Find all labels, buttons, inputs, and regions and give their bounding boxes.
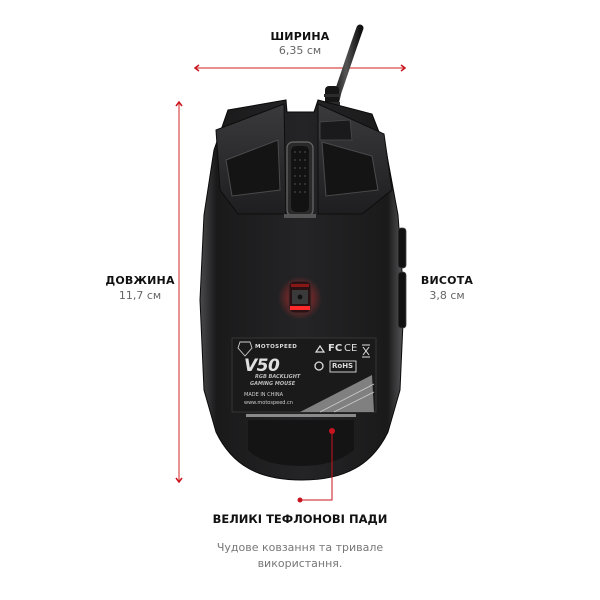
teflon-pad-callout bbox=[297, 428, 335, 503]
feature-title: ВЕЛИКІ ТЕФЛОНОВІ ПАДИ bbox=[212, 512, 388, 526]
ce-mark: CE bbox=[344, 343, 358, 354]
origin-text: MADE IN CHINA bbox=[244, 392, 284, 398]
feature-description-line-2: використання. bbox=[257, 557, 343, 570]
length-title: ДОВЖИНА bbox=[105, 274, 175, 287]
brand-name: MOTOSPEED bbox=[255, 344, 298, 350]
model-name: V50 bbox=[244, 356, 280, 376]
width-title: ШИРИНА bbox=[270, 30, 330, 43]
feature-description: Чудове ковзання та тривале використання. bbox=[0, 540, 600, 572]
height-title: ВИСОТА bbox=[420, 274, 474, 287]
width-dimension-arrow bbox=[193, 64, 407, 72]
rohs-mark: RoHS bbox=[332, 362, 354, 370]
length-value: 11,7 см bbox=[118, 289, 162, 302]
model-subtitle-1: RGB BACKLIGHT bbox=[255, 374, 301, 380]
height-value: 3,8 см bbox=[429, 289, 465, 302]
model-subtitle-2: GAMING MOUSE bbox=[250, 381, 296, 387]
fc-mark: FC bbox=[328, 343, 343, 354]
feature-description-line-1: Чудове ковзання та тривале bbox=[216, 541, 384, 554]
width-value: 6,35 см bbox=[278, 44, 322, 57]
length-dimension-arrow bbox=[175, 100, 183, 484]
website-text: www.motospeed.cn bbox=[244, 400, 293, 406]
